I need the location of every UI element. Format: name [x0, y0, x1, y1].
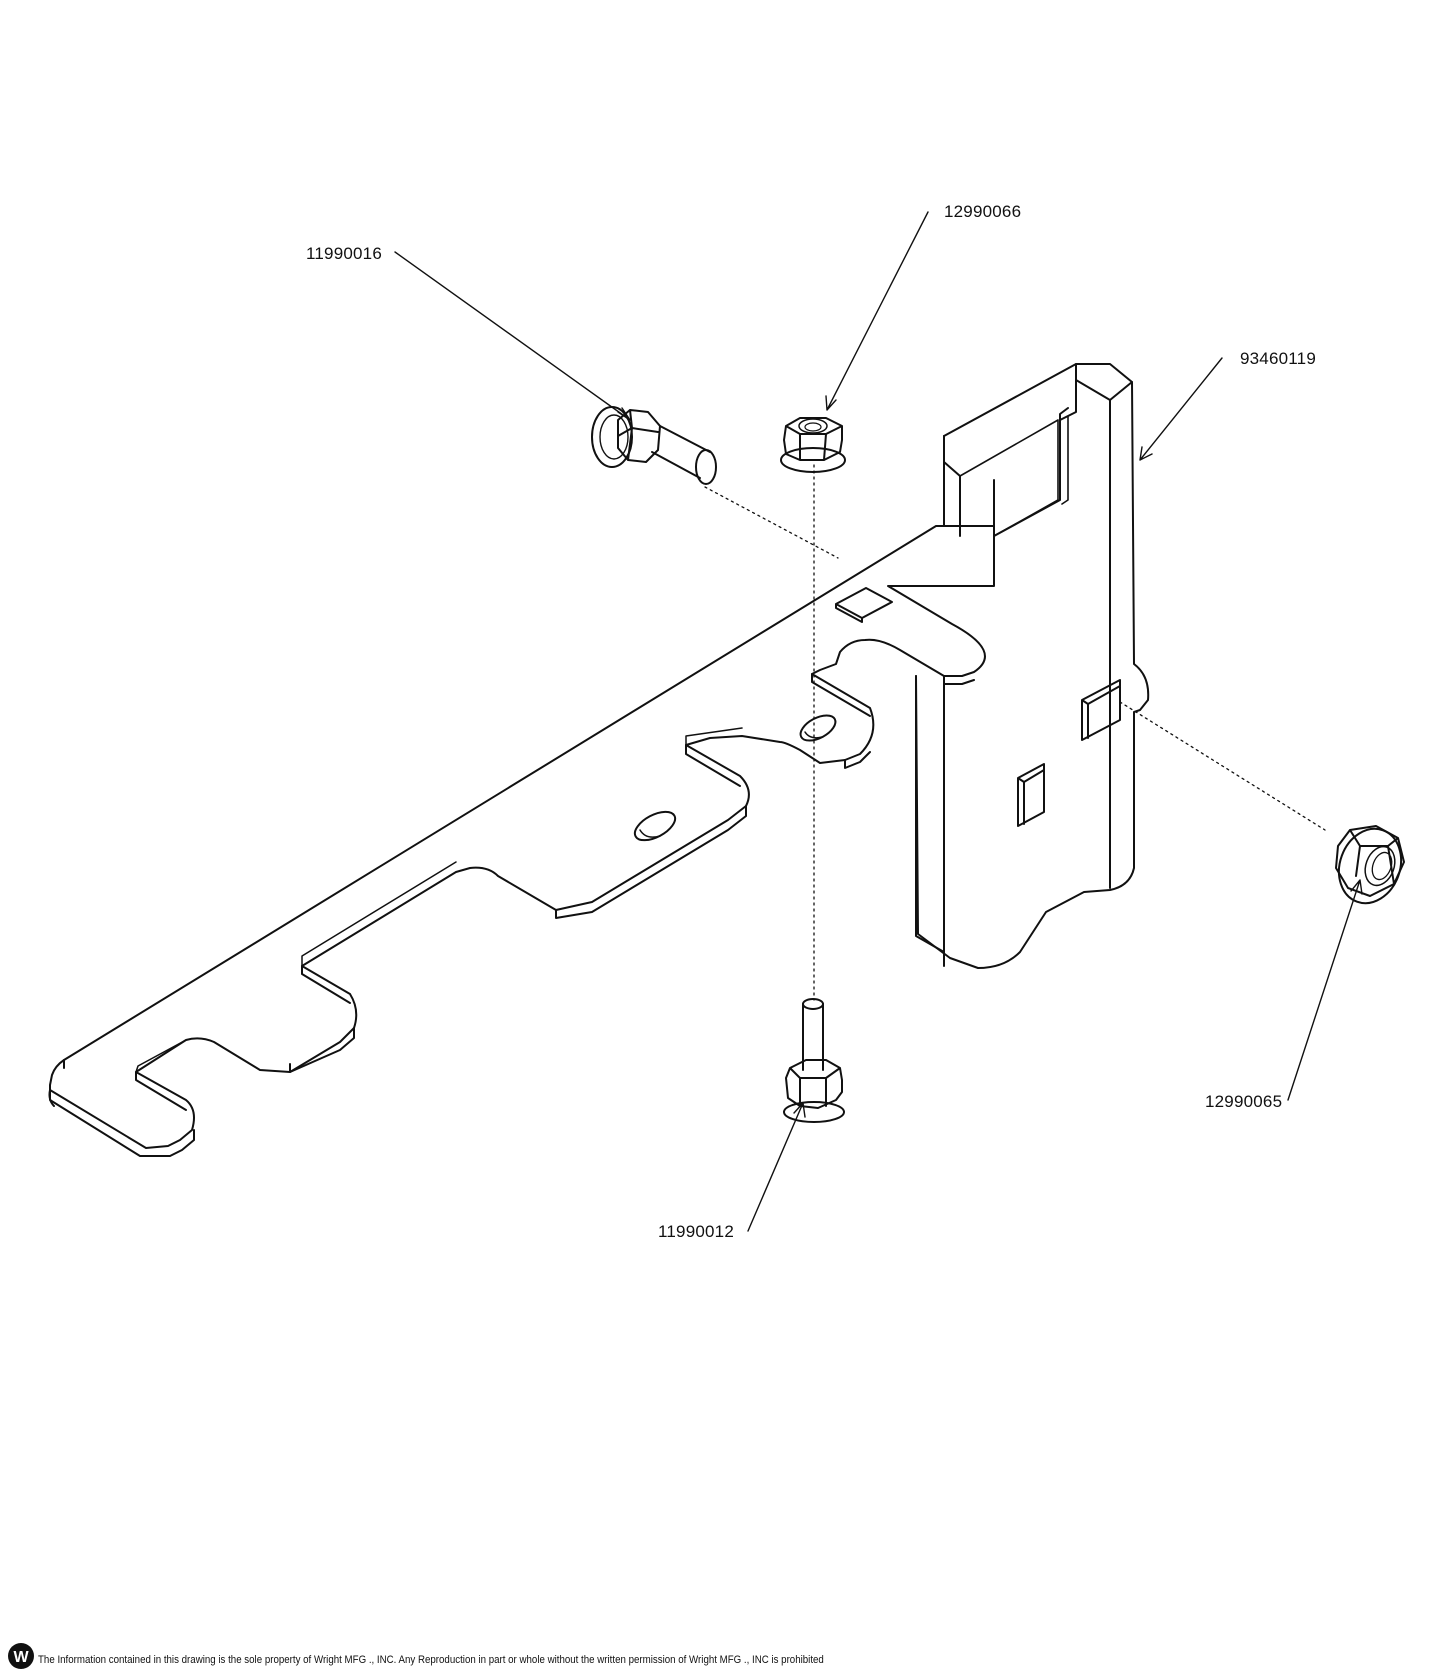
bracket-arm-top: [49, 525, 995, 1149]
nut-right-flange: [1337, 827, 1403, 905]
bracket-93460119: [48, 363, 1150, 1157]
nut-top-flange: [780, 447, 846, 473]
bolt-top-shank: [651, 425, 711, 479]
nut-right-hex: [1335, 825, 1405, 897]
bolt-11990012: [783, 998, 845, 1123]
logo-letter: W: [13, 1649, 29, 1666]
leader-12990065: [1287, 879, 1363, 1101]
leader-11990016: [394, 251, 631, 421]
assembly-axes: [704, 464, 1326, 1001]
bracket-slot-lower: [1017, 763, 1045, 827]
bracket-upright-front-edge: [915, 363, 1133, 967]
nut-12990066: [780, 417, 846, 473]
leader-12990066: [825, 211, 929, 411]
bolt-top-end: [695, 449, 717, 485]
bracket-upright-inner-frame: [959, 415, 1069, 537]
bracket-square-hole: [835, 587, 893, 623]
bracket-arm-inner-lip: [135, 727, 743, 1073]
bracket-round-hole-1: [633, 810, 677, 842]
bolt-bottom-head: [785, 1059, 843, 1109]
bolt-bottom-tip: [802, 998, 824, 1010]
bracket-arm-thickness: [49, 673, 975, 1157]
axis-right-nut: [1119, 701, 1326, 831]
callout-12990066: 12990066: [944, 202, 1022, 221]
callout-93460119: 93460119: [1240, 349, 1316, 368]
callout-11990012: 11990012: [658, 1222, 734, 1241]
leader-93460119: [1139, 357, 1223, 461]
axis-horizontal-bolt: [704, 486, 839, 559]
leader-lines: [394, 211, 1363, 1232]
bolt-11990016: [591, 406, 717, 485]
callout-12990065: 12990065: [1205, 1092, 1283, 1111]
bracket-slot-upper: [1081, 679, 1121, 741]
bracket-round-hole-2: [799, 714, 837, 742]
bolt-top-washer: [591, 406, 633, 468]
footer: W The Information contained in this draw…: [0, 1640, 1445, 1671]
bracket-arm-left-edge: [48, 1059, 65, 1107]
bracket-upright-frame: [943, 379, 1077, 537]
bolt-bottom-flange: [783, 1101, 845, 1123]
bolt-top-head: [617, 409, 661, 463]
leader-11990012: [747, 1102, 806, 1232]
wright-logo-icon: W: [8, 1643, 34, 1669]
bracket-upright-plate: [915, 363, 1150, 969]
nut-top-hex: [783, 417, 843, 461]
callout-11990016: 11990016: [306, 244, 382, 263]
nut-12990065: [1335, 825, 1405, 905]
footer-copyright-notice: The Information contained in this drawin…: [38, 1654, 824, 1666]
